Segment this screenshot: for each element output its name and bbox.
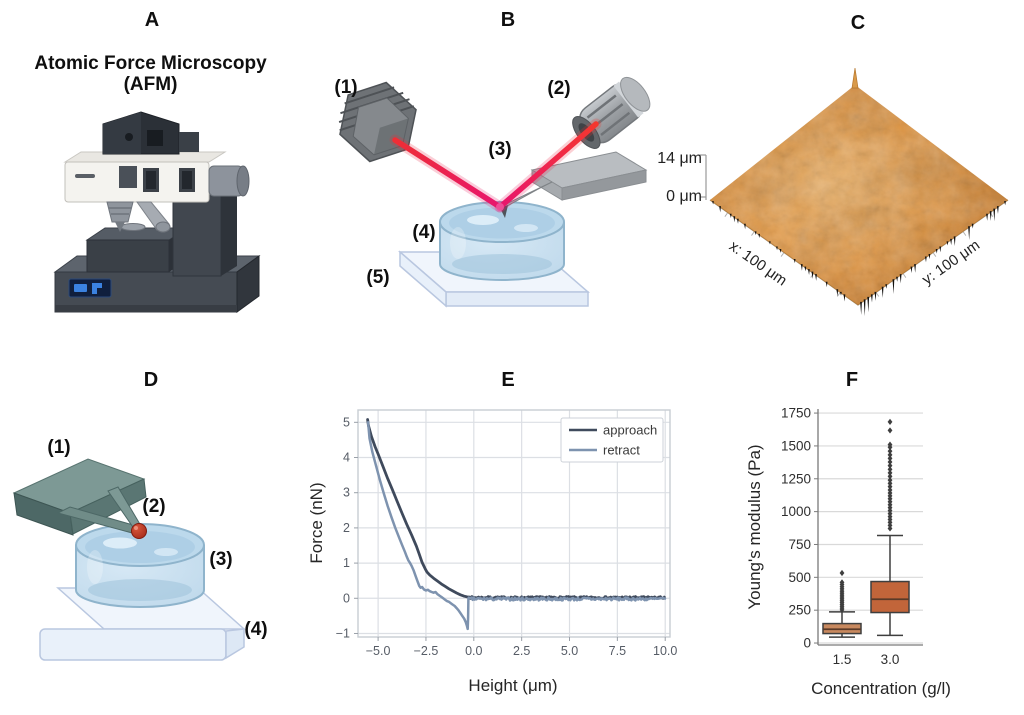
- surface-edge-fringe: [712, 201, 1006, 317]
- svg-text:2.5: 2.5: [513, 644, 530, 658]
- callout-b-5: (5): [366, 267, 390, 288]
- concentration-axis-title: Concentration (g/l): [811, 679, 951, 698]
- petri-dish-d: [75, 523, 205, 608]
- scan-head: [63, 151, 250, 203]
- svg-text:5: 5: [343, 415, 350, 429]
- panel-label-a: A: [144, 9, 160, 31]
- svg-text:approach: approach: [603, 423, 657, 438]
- panel-label-c: C: [850, 12, 866, 34]
- callout-b-4: (4): [412, 222, 436, 243]
- afm-title: Atomic Force Microscopy (AFM): [28, 53, 273, 95]
- svg-text:0: 0: [803, 636, 811, 651]
- afm-microscope-illustration: [53, 111, 261, 313]
- z-min-label: 0 μm: [666, 188, 702, 205]
- support-column: [172, 178, 237, 277]
- svg-text:3.0: 3.0: [881, 652, 900, 667]
- svg-text:retract: retract: [603, 443, 640, 458]
- objective-lens: [106, 201, 134, 232]
- svg-text:1: 1: [343, 556, 350, 570]
- svg-text:7.5: 7.5: [609, 644, 626, 658]
- svg-text:500: 500: [788, 570, 811, 585]
- z-max-label: 14 μm: [657, 150, 702, 167]
- camera-housing: [102, 111, 199, 155]
- svg-text:1.5: 1.5: [833, 652, 852, 667]
- panel-label-b: B: [500, 9, 516, 31]
- youngs-modulus-axis-title: Young's modulus (Pa): [745, 444, 764, 610]
- svg-text:−1: −1: [336, 626, 350, 640]
- force-curve-chart: −5.0 −2.5 0.0 2.5 5.0 7.5 10.0 −1 0 1 2 3 4 5 approach…: [336, 409, 677, 658]
- afm-principle-schematic: [338, 76, 651, 308]
- svg-text:2: 2: [343, 521, 350, 535]
- callout-d-4: (4): [244, 619, 268, 640]
- afm-title-line1: Atomic Force Microscopy: [34, 53, 267, 74]
- afm-title-line2: (AFM): [123, 74, 178, 95]
- bead-indentation-schematic: [12, 458, 246, 661]
- svg-text:3: 3: [343, 486, 350, 500]
- svg-text:1500: 1500: [781, 438, 811, 453]
- svg-text:250: 250: [788, 603, 811, 618]
- petri-dish: [439, 201, 565, 281]
- angled-arm: [136, 201, 171, 233]
- cantilever-arm: [56, 486, 142, 535]
- z-axis: [700, 154, 707, 200]
- svg-text:750: 750: [788, 537, 811, 552]
- svg-text:10.0: 10.0: [653, 644, 677, 658]
- svg-text:1250: 1250: [781, 471, 811, 486]
- callout-d-3: (3): [209, 549, 233, 570]
- panel-label-d: D: [143, 369, 159, 391]
- callout-b-2: (2): [547, 78, 571, 99]
- height-axis-title: Height (μm): [468, 676, 558, 695]
- cantilever: [499, 151, 648, 218]
- svg-text:5.0: 5.0: [561, 644, 578, 658]
- spherical-bead: [131, 523, 147, 539]
- afm-topography-3d: [700, 67, 1009, 317]
- svg-text:1750: 1750: [781, 406, 811, 421]
- svg-text:−5.0: −5.0: [366, 644, 391, 658]
- brand-logo: [68, 278, 112, 298]
- svg-text:4: 4: [343, 451, 350, 465]
- callout-d-1: (1): [47, 437, 71, 458]
- svg-text:0: 0: [343, 591, 350, 605]
- callout-d-2: (2): [142, 496, 166, 517]
- youngs-modulus-boxplot: 0 250 500 750 1000 1250 1500 1750 1.5 3.0: [781, 406, 923, 667]
- svg-text:1000: 1000: [781, 504, 811, 519]
- surface-peak-spike: [851, 67, 859, 89]
- sample-stage: [85, 223, 189, 273]
- laser-beam: [389, 118, 602, 213]
- callout-b-1: (1): [334, 77, 358, 98]
- panel-label-f: F: [845, 369, 859, 391]
- svg-text:0.0: 0.0: [465, 644, 482, 658]
- side-knob: [208, 165, 250, 197]
- force-axis-title: Force (nN): [307, 482, 326, 564]
- callout-b-3: (3): [488, 139, 512, 160]
- svg-text:−2.5: −2.5: [414, 644, 439, 658]
- panel-label-e: E: [501, 369, 515, 391]
